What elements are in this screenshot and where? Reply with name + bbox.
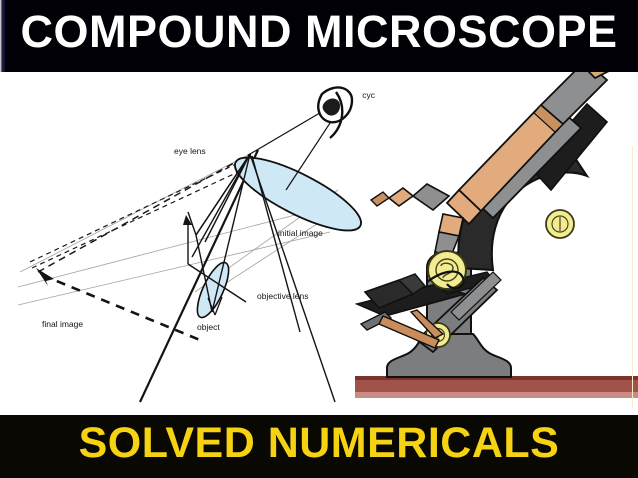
surface-band (355, 376, 638, 398)
virtual-ray-dashed (37, 153, 251, 273)
nosepiece[interactable] (445, 188, 483, 226)
eye-icon (317, 86, 354, 139)
footer-banner: SOLVED NUMERICALS (0, 415, 638, 478)
eye-lens (234, 156, 362, 232)
label-objective-lens: objective lens (257, 291, 309, 301)
label-final-image: final image (42, 319, 83, 329)
label-eye-lens: eye lens (174, 146, 206, 156)
draw-tube (539, 72, 609, 126)
condenser-block (363, 273, 427, 309)
label-eye: cyc (362, 90, 376, 100)
label-initial-image: initial image (278, 228, 323, 238)
ray-diagram: eye lens cyc initial image objective len… (17, 86, 376, 403)
rays-to-eye (249, 106, 333, 191)
final-image-arrow (36, 268, 201, 342)
slide-title: COMPOUND MICROSCOPE (20, 6, 618, 57)
object-marker (207, 296, 223, 316)
virtual-ray-dashed-secondary (29, 163, 239, 269)
coarse-adjustment-knob[interactable] (545, 209, 575, 239)
eyepiece (587, 72, 610, 80)
label-object: object (197, 322, 220, 332)
right-edge-hairline (632, 146, 633, 408)
slide-body: eye lens cyc initial image objective len… (0, 72, 638, 415)
left-edge-strip (0, 0, 5, 78)
microscope-illustration (355, 72, 638, 398)
illuminator-cable (426, 270, 465, 290)
initial-image-marker (183, 215, 247, 303)
optical-axis (139, 149, 259, 403)
microscope-base (386, 333, 512, 378)
footer-title: SOLVED NUMERICALS (78, 419, 560, 467)
specimen-slide (359, 309, 445, 349)
objective-lens-upper (369, 183, 451, 212)
title-banner: COMPOUND MICROSCOPE (0, 0, 638, 72)
stage-height-knob[interactable] (427, 250, 467, 290)
solid-ray-bundle (187, 153, 336, 403)
